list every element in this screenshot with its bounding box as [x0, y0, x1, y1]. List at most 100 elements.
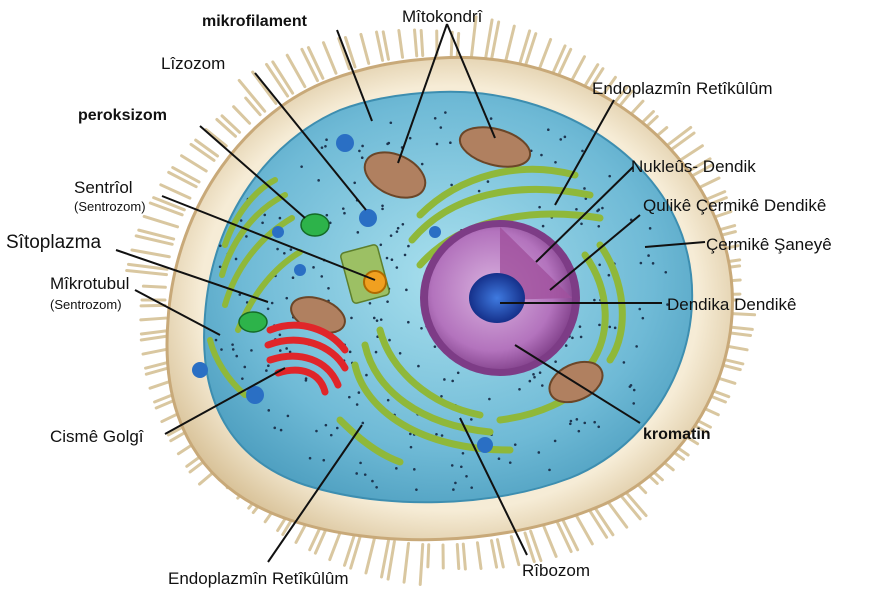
ribosome-dot: [632, 402, 635, 405]
ribosome-dot: [623, 361, 626, 364]
ribosome-dot: [614, 327, 617, 330]
ribosome-dot: [462, 452, 465, 455]
ribosome-dot: [265, 369, 268, 372]
ribosome-dot: [343, 212, 346, 215]
ribosome-dot: [391, 258, 394, 261]
surface-spike: [144, 216, 177, 226]
ribosome-dot: [518, 388, 521, 391]
ribosome-dot: [273, 427, 276, 430]
ribosome-dot: [231, 343, 234, 346]
ribosome-dot: [597, 208, 600, 211]
ribosome-dot: [271, 302, 274, 305]
surface-spike: [366, 538, 375, 573]
ribosome-dot: [583, 422, 586, 425]
ribosome-dot: [390, 121, 393, 124]
ribosome-dot: [285, 297, 288, 300]
surface-spike: [477, 543, 481, 569]
ribosome-dot: [276, 248, 279, 251]
surface-spike: [182, 156, 207, 171]
ribosome-dot: [386, 300, 389, 303]
ribosome-dot: [399, 352, 402, 355]
surface-spike: [161, 185, 190, 198]
ribosome-dot: [361, 422, 364, 425]
surface-spike: [246, 98, 260, 115]
ribosome-dot: [540, 154, 543, 157]
ribosome-dot: [381, 204, 384, 207]
ribosome-dot: [322, 459, 325, 462]
ribosome-dot: [542, 225, 545, 228]
label-endoplazmin-bottom: Endoplazmîn Retîkûlûm: [168, 570, 348, 587]
ribosome-dot: [608, 274, 611, 277]
ribosome-dot: [397, 227, 400, 230]
ribosome-dot: [324, 145, 327, 148]
ribosome-dot: [380, 243, 383, 246]
surface-spike: [132, 250, 169, 257]
ribosome-dot: [342, 207, 345, 210]
ribosome-dot: [490, 117, 493, 120]
ribosome-dot: [309, 457, 312, 460]
surface-spike: [141, 318, 166, 320]
ribosome-dot: [317, 179, 320, 182]
label-endoplazmin-top: Endoplazmîn Retîkûlûm: [592, 80, 772, 97]
ribosome-dot: [243, 366, 246, 369]
label-sentriol-sub: (Sentrozom): [74, 200, 146, 213]
ribosome-dot: [547, 128, 550, 131]
ribosome-dot: [538, 451, 541, 454]
ribosome-dot: [608, 175, 611, 178]
ribosome-dot: [538, 206, 541, 209]
ribosome-dot: [325, 138, 328, 141]
ribosome-dot: [375, 486, 378, 489]
ribosome-dot: [635, 345, 638, 348]
ribosome-dot: [321, 146, 324, 149]
ribosome-dot: [305, 377, 308, 380]
ribosome-dot: [444, 111, 447, 114]
label-sitoplazma: Sîtoplazma: [6, 233, 101, 252]
surface-spike: [361, 34, 369, 63]
ribosome-dot: [235, 258, 238, 261]
ribosome-dot: [279, 333, 282, 336]
ribosome-dot: [413, 468, 416, 471]
ribosome-dot: [267, 307, 270, 310]
surface-spike: [287, 55, 305, 86]
ribosome-dot: [578, 430, 581, 433]
ribosome-dot: [597, 425, 600, 428]
ribosome-dot: [436, 143, 439, 146]
label-qulike: Qulikê Çermikê Dendikê: [643, 197, 826, 214]
label-mikrofilament: mikrofilament: [202, 14, 307, 30]
ribosome-dot: [267, 409, 270, 412]
surface-spike: [421, 31, 423, 56]
ribosome-dot: [358, 150, 361, 153]
ribosome-dot: [417, 365, 420, 368]
ribosome-dot: [478, 190, 481, 193]
ribosome-dot: [409, 137, 412, 140]
ribosome-dot: [376, 319, 379, 322]
surface-spike: [511, 537, 519, 565]
ribosome-dot: [488, 398, 491, 401]
ribosome-dot: [449, 141, 452, 144]
ribosome-dot: [564, 136, 567, 139]
ribosome-dot: [533, 376, 536, 379]
ribosome-dot: [633, 389, 636, 392]
surface-spike: [323, 43, 335, 74]
ribosome-dot: [292, 276, 295, 279]
surface-spike: [143, 286, 165, 287]
label-mikrotubul: Mîkrotubul: [50, 275, 129, 292]
surface-spike: [206, 130, 226, 146]
ribosome-dot: [569, 422, 572, 425]
ribosome-dot: [451, 380, 454, 383]
ribosome-dot: [353, 181, 356, 184]
surface-spike: [420, 545, 423, 585]
ribosome-dot: [415, 488, 418, 491]
ribosome-dot: [441, 434, 444, 437]
surface-spike: [377, 32, 383, 60]
ribosome-dot: [554, 440, 557, 443]
ribosome-dot: [532, 373, 535, 376]
ribosome-dot: [349, 351, 352, 354]
ribosome-dot: [279, 349, 282, 352]
ribosome-dot: [387, 399, 390, 402]
ribosome-dot: [373, 317, 376, 320]
ribosome-dot: [283, 252, 286, 255]
ribosome-dot: [440, 395, 443, 398]
surface-spike: [544, 527, 556, 557]
